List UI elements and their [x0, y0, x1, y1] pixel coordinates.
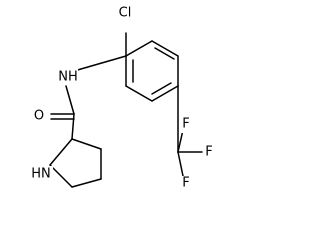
atom-chlorine: Cl: [116, 4, 136, 21]
ring-bond: [151, 40, 179, 57]
ring-bond: [71, 178, 102, 188]
ring-bond: [125, 85, 153, 102]
pyrrolidine-ring: [49, 138, 102, 188]
atom-carbonyl-oxygen: O: [33, 108, 47, 124]
atom-label: HN: [31, 167, 51, 182]
atom-label: F: [205, 145, 212, 160]
atom-label: F: [182, 117, 189, 132]
ring-bond: [151, 85, 179, 102]
ring-bond: [125, 40, 153, 57]
atom-label: NH: [58, 70, 78, 85]
atom-fluorine-bottom: F: [180, 176, 192, 192]
atom-amide-nitrogen: NH: [58, 69, 78, 85]
carbonyl-alpha-bond: [71, 113, 75, 140]
molecule-structure-diagram: Cl NH O HN F F F: [29, 4, 215, 192]
atom-label: O: [34, 109, 44, 124]
atom-fluorine-right: F: [203, 145, 215, 161]
cf-bond: [177, 129, 184, 153]
nh-aryl-bond: [73, 55, 127, 72]
ring-bond: [49, 164, 73, 188]
ring-bond: [49, 138, 73, 166]
atom-label: Cl: [119, 6, 132, 21]
benzene-ring: [125, 40, 179, 102]
ring-bond-inner: [154, 47, 175, 60]
atom-label: F: [182, 176, 189, 191]
ring-bond: [71, 138, 102, 150]
atom-fluorine-top: F: [180, 117, 192, 133]
ring-bond-inner: [151, 82, 172, 95]
atom-ring-nitrogen: HN: [29, 166, 53, 182]
cf-bond: [177, 151, 184, 177]
nh-carbonyl-bond: [65, 85, 75, 115]
